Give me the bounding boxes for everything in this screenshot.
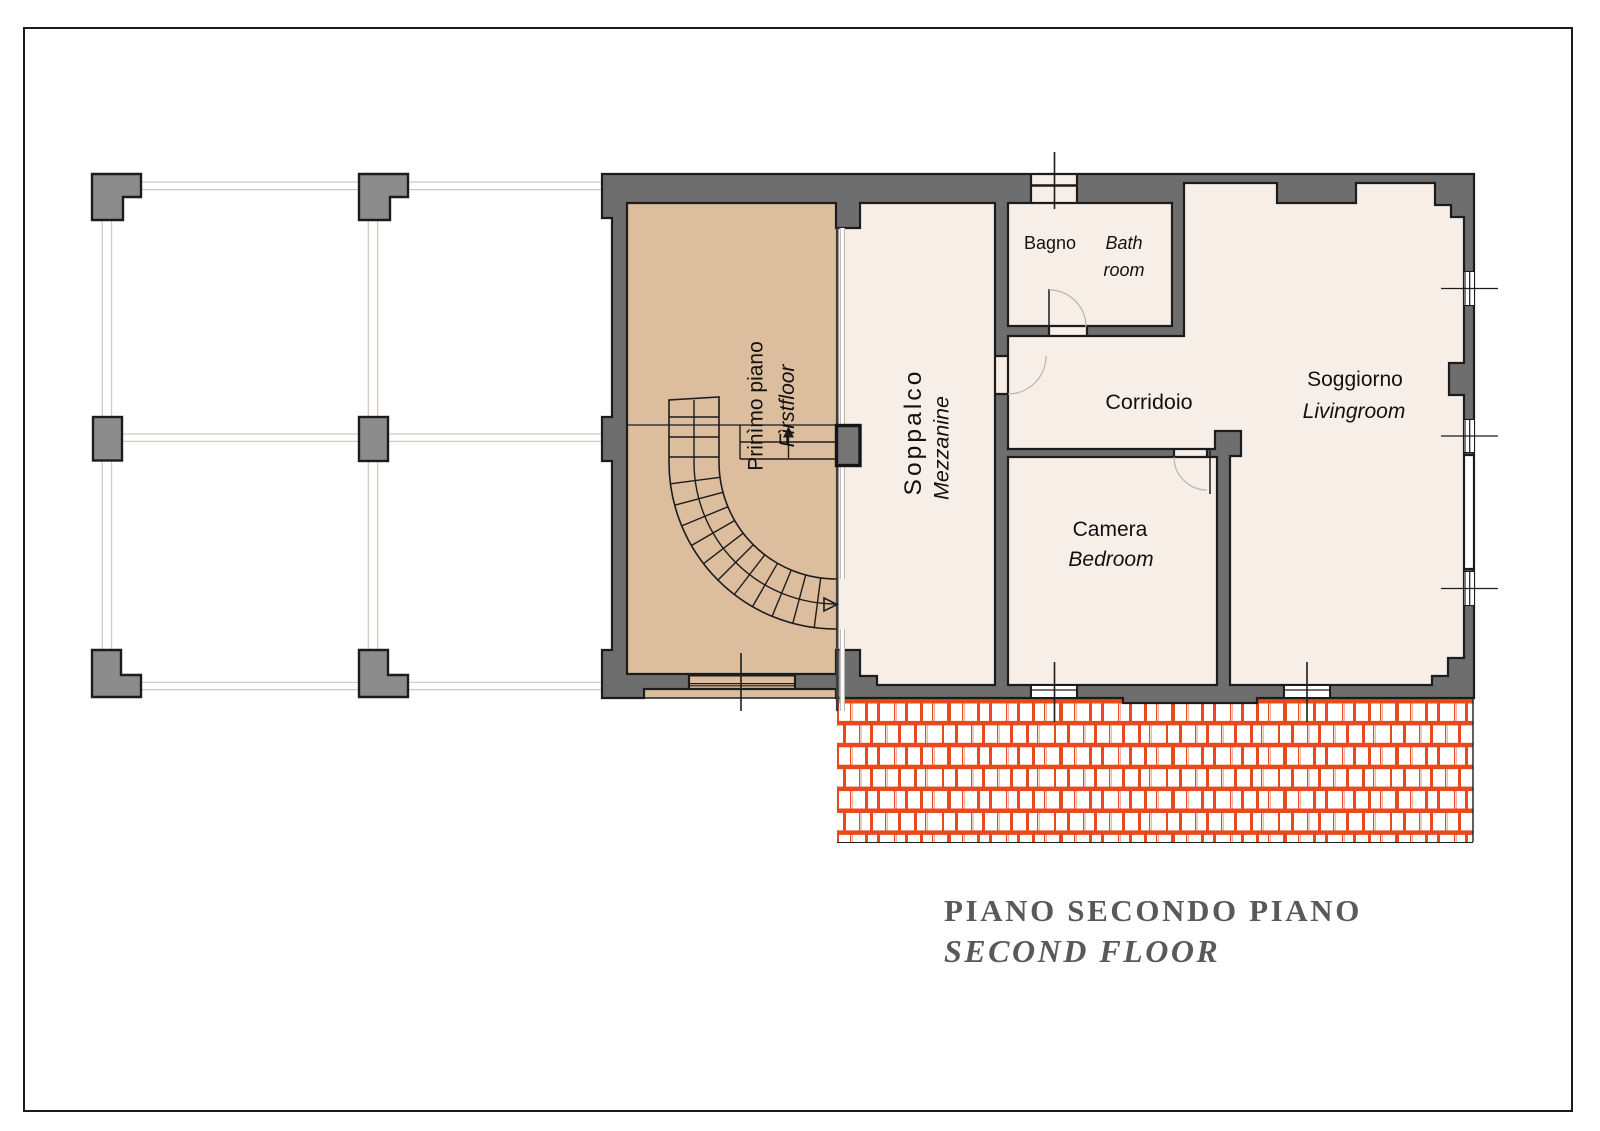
svg-text:Bath: Bath — [1105, 233, 1142, 253]
svg-text:Corridoio: Corridoio — [1105, 390, 1192, 414]
svg-text:Soppalco: Soppalco — [900, 369, 927, 496]
svg-text:Bagno: Bagno — [1024, 233, 1076, 253]
svg-text:SECOND FLOOR: SECOND FLOOR — [944, 933, 1220, 969]
svg-text:PIANO SECONDO PIANO: PIANO SECONDO PIANO — [944, 893, 1362, 928]
svg-text:Mezzanine: Mezzanine — [930, 396, 954, 500]
svg-text:Prinìmo piano: Prinìmo piano — [745, 341, 768, 471]
svg-text:Camera: Camera — [1073, 518, 1148, 541]
svg-text:Livingroom: Livingroom — [1303, 400, 1406, 423]
svg-text:room: room — [1103, 260, 1144, 280]
svg-text:Soggiorno: Soggiorno — [1307, 368, 1403, 391]
svg-text:Bedroom: Bedroom — [1068, 548, 1153, 571]
svg-text:Fìrstfloor: Fìrstfloor — [776, 364, 799, 448]
